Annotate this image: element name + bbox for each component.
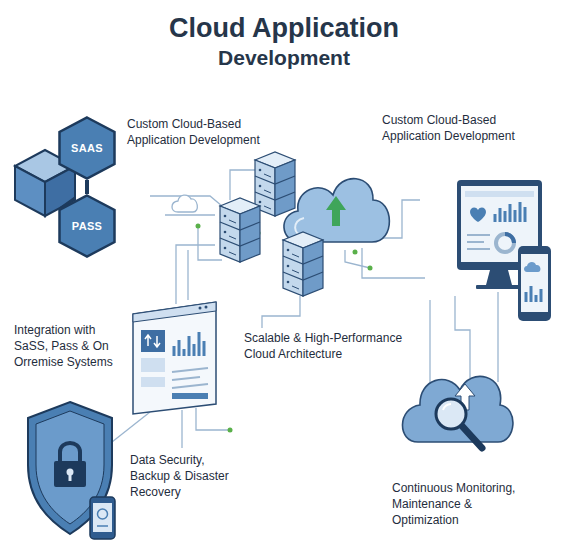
phone-icon	[524, 262, 540, 272]
small-cloud-outline	[172, 195, 197, 212]
phone-icon	[518, 246, 551, 321]
circuit-wire	[262, 296, 300, 328]
dashboard-panel	[141, 358, 165, 372]
phone-icon	[518, 246, 551, 321]
cloud-icon	[326, 196, 346, 226]
server-stack	[283, 232, 323, 296]
circuit-wire	[176, 245, 215, 304]
monitor-icon	[496, 234, 514, 252]
server-stack	[220, 198, 260, 262]
monitor-wire	[455, 296, 470, 378]
dashboard-panel	[172, 393, 208, 399]
cube-icon	[15, 166, 45, 216]
dashboard-panel	[133, 302, 216, 414]
hexagon-node: PASS	[58, 194, 116, 258]
monitoring-cloud	[402, 376, 512, 442]
dashboard-panel	[141, 330, 165, 352]
dashboard-panel	[174, 332, 204, 356]
feature-label: Custom Cloud-Based Application Developme…	[127, 116, 277, 148]
cloud-icon	[284, 179, 389, 242]
dashboard-panel	[133, 302, 216, 414]
monitoring-cloud	[462, 426, 482, 448]
monitor-icon	[486, 270, 512, 285]
phone-icon	[90, 497, 115, 539]
phone-icon	[97, 525, 108, 527]
connector-line	[85, 180, 89, 194]
phone-icon	[93, 503, 112, 532]
feature-label: Scalable & High-Performance Cloud Archit…	[244, 330, 420, 362]
hexagon-outline	[60, 196, 115, 257]
monitor-icon	[470, 208, 486, 222]
node-label: SAAS	[71, 142, 103, 154]
circuit-wire	[112, 412, 150, 442]
monitor-icon	[505, 234, 514, 243]
circuit-wire	[230, 170, 255, 200]
node-dot	[228, 428, 233, 433]
feature-label: Integration with SaSS, Pass & On Orremis…	[14, 322, 126, 370]
dashboard-panel	[141, 377, 165, 387]
diagram-title: Cloud Application Development	[134, 14, 434, 72]
small-cloud-outline	[172, 195, 197, 212]
server-stack	[220, 198, 260, 262]
monitoring-cloud	[443, 404, 451, 410]
security-shield	[69, 473, 72, 481]
server-stack	[255, 152, 295, 216]
monitor-wire	[430, 292, 498, 390]
feature-label: Custom Cloud-Based Application Developme…	[382, 112, 532, 144]
dashboard-panel	[199, 307, 202, 310]
monitoring-cloud	[402, 376, 512, 448]
monitor-icon	[495, 202, 525, 222]
phone-icon	[526, 286, 541, 302]
dashboard-panel	[145, 335, 160, 347]
phone-icon	[90, 497, 115, 539]
node-dot	[353, 250, 358, 255]
monitor-icon	[476, 285, 522, 289]
feature-label: Data Security, Backup & Disaster Recover…	[130, 452, 238, 500]
dashboard-panel	[133, 302, 216, 322]
monitor-icon	[465, 191, 534, 197]
circuit-wire	[196, 408, 230, 430]
hexagon-outline	[60, 118, 115, 179]
monitor-wire	[429, 300, 430, 390]
node-dot	[368, 266, 373, 271]
feature-label: Continuous Monitoring, Maintenance & Opt…	[392, 480, 542, 528]
dashboard-panel	[172, 368, 208, 388]
monitor-wire	[497, 292, 498, 382]
circuit-wire	[165, 214, 215, 215]
security-shield	[60, 443, 80, 462]
phone-icon	[98, 509, 108, 519]
hexagon-node: SAAS	[58, 116, 116, 180]
dashboard-panel	[205, 306, 208, 309]
phone-icon	[521, 254, 548, 312]
circuit-wire	[187, 250, 188, 300]
server-stack	[283, 232, 323, 296]
circuit-wire	[362, 248, 425, 278]
server-stack	[255, 152, 295, 216]
security-shield	[28, 402, 112, 534]
security-shield	[54, 461, 86, 487]
circuit-wire	[345, 250, 370, 268]
circuit-wire	[181, 410, 182, 448]
monitoring-cloud	[436, 399, 466, 429]
security-shield	[28, 402, 112, 534]
cloud-icon	[284, 179, 389, 242]
circuit-wire	[198, 226, 222, 260]
node-dot	[196, 224, 201, 229]
monitor-icon	[467, 235, 490, 249]
node-label: PASS	[72, 220, 102, 232]
